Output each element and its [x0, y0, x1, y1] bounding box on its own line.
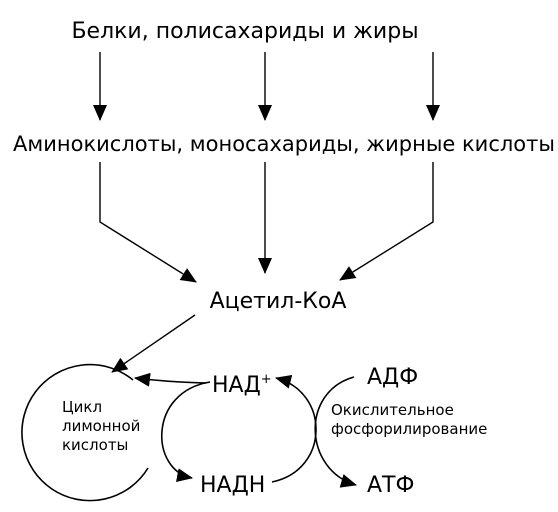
- arc-nad-nadh-coupling: [161, 381, 211, 483]
- arrow-aminoacids-to-acetylcoa: [99, 162, 197, 283]
- arrow-acetylcoa-to-cycle: [111, 314, 196, 373]
- nad-superscript: +: [261, 372, 272, 387]
- atp-label: АТФ: [367, 473, 414, 498]
- monomers-label: Аминокислоты, моносахариды, жирные кисло…: [13, 132, 555, 156]
- oxphos-label-line2: фосфорилирование: [331, 420, 487, 438]
- adp-label: АДФ: [367, 365, 418, 390]
- arc-nad-to-cycle: [134, 372, 207, 387]
- acetyl-coa-label: Ацетил-КоА: [210, 289, 347, 314]
- nad-label: НАД+: [212, 372, 272, 398]
- nadh-label: НАДН: [200, 473, 265, 498]
- arrow-fattyacids-to-acetylcoa: [339, 162, 434, 281]
- oxphos-label-line1: Окислительное: [331, 401, 454, 419]
- cycle-label-line3: кислоты: [62, 436, 128, 454]
- arc-nadh-to-nad: [271, 375, 317, 483]
- citric-acid-cycle-circle: [21, 363, 149, 502]
- cycle-label-line1: Цикл: [62, 398, 102, 416]
- arc-adp-to-atp: [314, 376, 357, 488]
- macromolecules-label: Белки, полисахариды и жиры: [71, 19, 418, 44]
- cycle-label-line2: лимонной: [62, 417, 140, 435]
